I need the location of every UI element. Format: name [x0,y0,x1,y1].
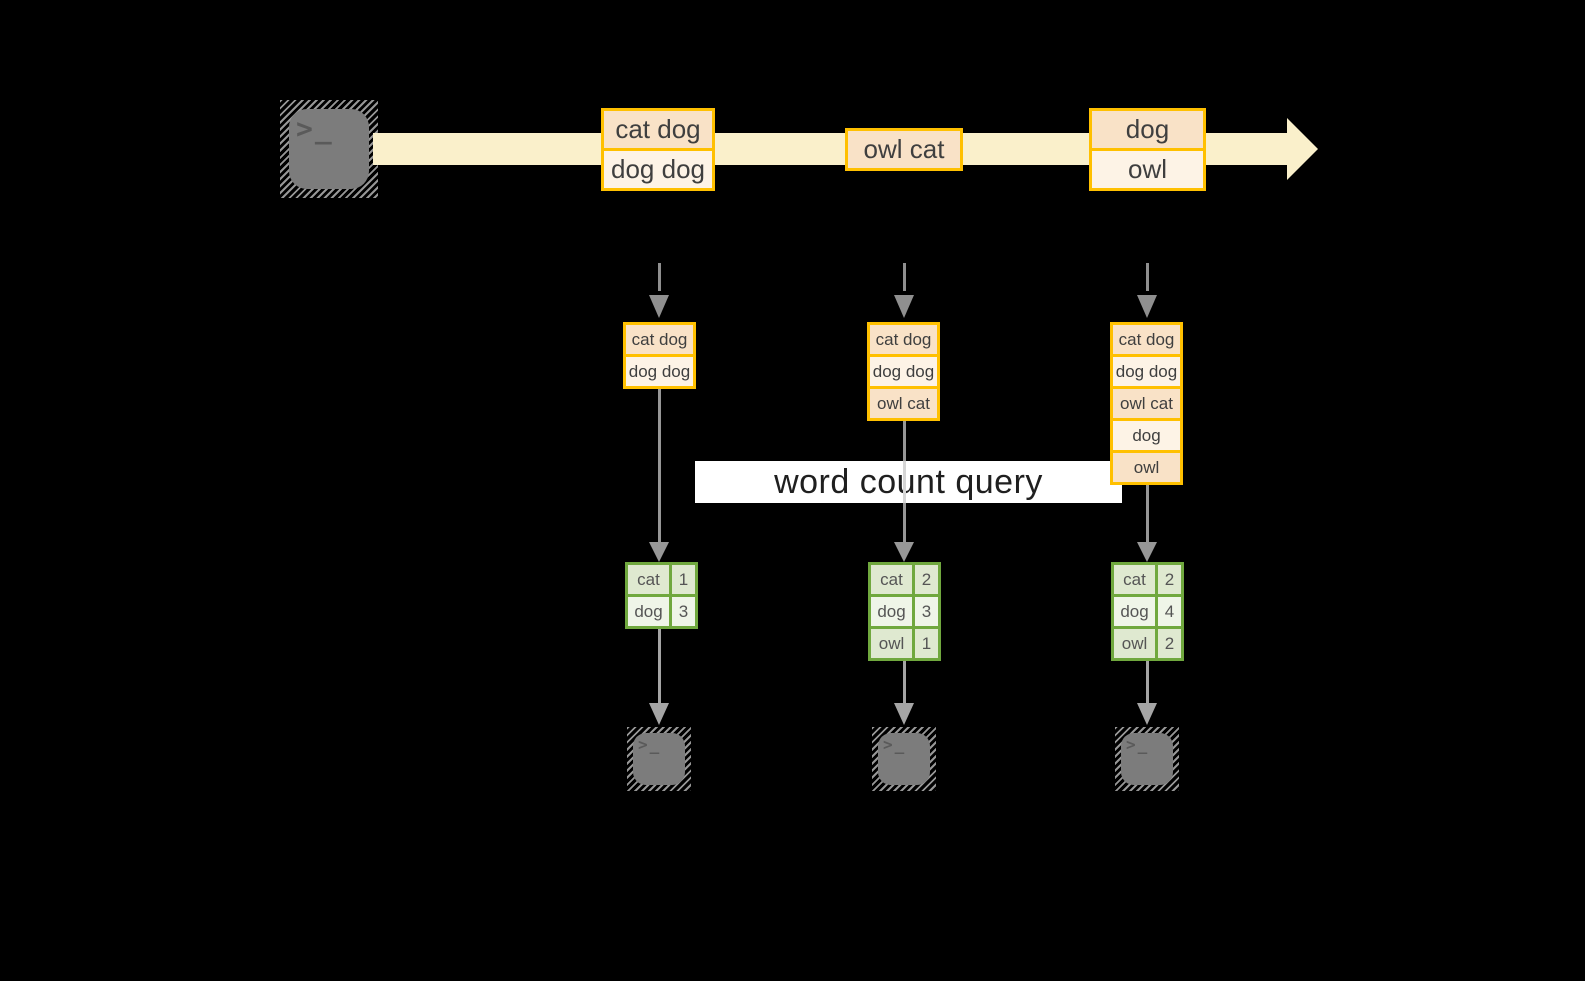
event-record: owl [1089,148,1206,191]
table-cell-word: dog [628,597,669,626]
flow-arrow [902,503,906,542]
count-table-3: cat 2 dog 4 owl 2 [1111,562,1184,661]
buffer-stack-3: cat dog dog dog owl cat dog owl [1110,322,1183,485]
dashed-arrow-icon [657,263,661,291]
buffer-stack-2: cat dog dog dog owl cat [867,322,940,421]
query-label-band: word count query [695,461,1122,503]
buffered-record: cat dog [1110,322,1183,357]
table-cell-count: 1 [915,629,938,658]
table-cell-word: dog [871,597,912,626]
count-table-1: cat 1 dog 3 [625,562,698,629]
output-arrow [902,661,906,703]
count-table-2: cat 2 dog 3 owl 1 [868,562,941,661]
flow-arrow-behind-band [902,461,906,503]
output-arrow [1145,661,1149,703]
prompt-glyph: >_ [638,735,662,754]
table-cell-word: owl [1114,629,1155,658]
dashed-arrowhead-icon [1137,295,1157,318]
terminal-screen [289,109,369,189]
buffered-record: dog dog [623,354,696,389]
terminal-screen [633,733,685,785]
terminal-screen [878,733,930,785]
table-cell-count: 2 [1158,629,1181,658]
dashed-arrowhead-icon [649,295,669,318]
buffered-record: dog [1110,418,1183,453]
buffered-record: dog dog [1110,354,1183,389]
event-record: owl cat [845,128,963,171]
buffered-record: owl cat [867,386,940,421]
output-arrowhead-icon [649,703,669,725]
buffered-record: dog dog [867,354,940,389]
table-cell-count: 3 [915,597,938,626]
output-arrowhead-icon [1137,703,1157,725]
table-cell-count: 2 [1158,565,1181,594]
buffered-record: cat dog [623,322,696,357]
prompt-glyph: >_ [296,112,334,145]
terminal-sink-icon: >_ [872,727,936,791]
output-arrow [657,629,661,703]
flow-arrowhead-icon [894,542,914,562]
event-record: cat dog [601,108,715,151]
table-cell-word: cat [628,565,669,594]
terminal-source-icon: >_ [280,100,378,198]
dashed-arrow-icon [902,263,906,291]
table-cell-word: cat [1114,565,1155,594]
dashed-arrow-icon [1145,263,1149,291]
terminal-sink-icon: >_ [627,727,691,791]
buffered-record: cat dog [867,322,940,357]
table-cell-count: 4 [1158,597,1181,626]
flow-arrow [657,389,661,542]
buffered-record: owl [1110,450,1183,485]
table-cell-count: 1 [672,565,695,594]
dashed-arrowhead-icon [894,295,914,318]
stream-event-3: dog owl [1089,108,1206,191]
table-cell-count: 3 [672,597,695,626]
query-label: word count query [774,462,1043,501]
terminal-screen [1121,733,1173,785]
event-record: dog [1089,108,1206,151]
stream-event-2: owl cat [845,128,963,171]
terminal-sink-icon: >_ [1115,727,1179,791]
prompt-glyph: >_ [1126,735,1150,754]
output-arrowhead-icon [894,703,914,725]
table-cell-word: owl [871,629,912,658]
stream-arrowhead-icon [1287,118,1318,180]
buffered-record: owl cat [1110,386,1183,421]
flow-arrowhead-icon [649,542,669,562]
prompt-glyph: >_ [883,735,907,754]
stream-event-1: cat dog dog dog [601,108,715,191]
table-cell-word: cat [871,565,912,594]
flow-arrow [1145,485,1149,542]
table-cell-count: 2 [915,565,938,594]
event-record: dog dog [601,148,715,191]
buffer-stack-1: cat dog dog dog [623,322,696,389]
table-cell-word: dog [1114,597,1155,626]
flow-arrowhead-icon [1137,542,1157,562]
flow-arrow [902,421,906,461]
